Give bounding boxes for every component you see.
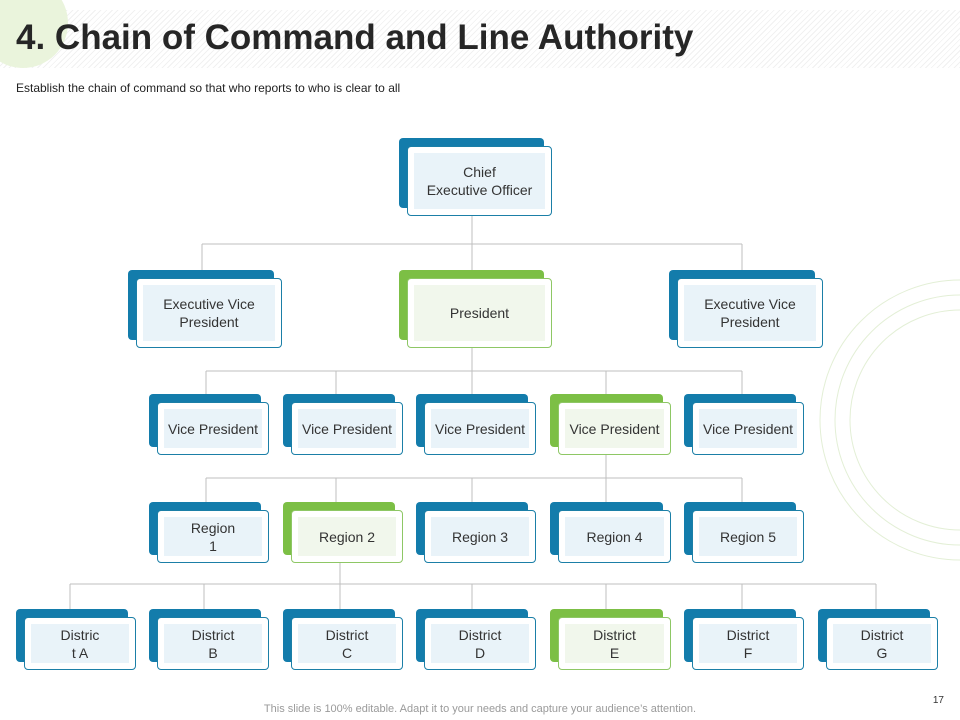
node-district-b-label: District B: [164, 624, 262, 663]
node-president: President: [399, 270, 552, 349]
node-district-b: District B: [149, 609, 269, 670]
node-region5-label: Region 5: [699, 517, 797, 556]
node-region3-label: Region 3: [431, 517, 529, 556]
node-ceo-label: Chief Executive Officer: [414, 153, 545, 209]
node-district-a-label: Distric t A: [31, 624, 129, 663]
node-vice-president-5: Vice President: [684, 394, 804, 455]
node-evp-right-label: Executive Vice President: [684, 285, 816, 341]
node-district-c-label: District C: [298, 624, 396, 663]
slide-title: 4. Chain of Command and Line Authority: [16, 18, 694, 57]
node-ceo: Chief Executive Officer: [399, 138, 552, 216]
node-executive-vice-president-right: Executive Vice President: [669, 270, 824, 349]
node-district-d: District D: [416, 609, 536, 670]
node-vp5-label: Vice President: [699, 409, 797, 448]
node-region-1: Region 1: [149, 502, 269, 563]
node-region4-label: Region 4: [565, 517, 664, 556]
node-vice-president-3: Vice President: [416, 394, 536, 455]
node-vp4-label: Vice President: [565, 409, 664, 448]
node-district-f-label: District F: [699, 624, 797, 663]
node-executive-vice-president-left: Executive Vice President: [128, 270, 283, 349]
node-vice-president-2: Vice President: [283, 394, 403, 455]
node-region-2: Region 2: [283, 502, 403, 563]
node-district-e: District E: [550, 609, 671, 670]
title-band: [0, 10, 960, 68]
node-region-4: Region 4: [550, 502, 671, 563]
node-vp2-label: Vice President: [298, 409, 396, 448]
footer-note: This slide is 100% editable. Adapt it to…: [263, 703, 697, 715]
node-district-a: Distric t A: [16, 609, 136, 670]
node-vp3-label: Vice President: [431, 409, 529, 448]
node-vp1-label: Vice President: [164, 409, 262, 448]
page-number: 17: [932, 695, 944, 706]
node-district-f: District F: [684, 609, 804, 670]
node-district-g: District G: [818, 609, 938, 670]
node-region-3: Region 3: [416, 502, 536, 563]
node-district-d-label: District D: [431, 624, 529, 663]
node-district-e-label: District E: [565, 624, 664, 663]
node-region2-label: Region 2: [298, 517, 396, 556]
node-region-5: Region 5: [684, 502, 804, 563]
node-evp-left-label: Executive Vice President: [143, 285, 275, 341]
node-president-label: President: [414, 285, 545, 341]
node-district-c: District C: [283, 609, 403, 670]
node-vice-president-4: Vice President: [550, 394, 671, 455]
node-district-g-label: District G: [833, 624, 931, 663]
node-vice-president-1: Vice President: [149, 394, 269, 455]
node-region1-label: Region 1: [164, 517, 262, 556]
slide-subtitle: Establish the chain of command so that w…: [16, 81, 401, 95]
